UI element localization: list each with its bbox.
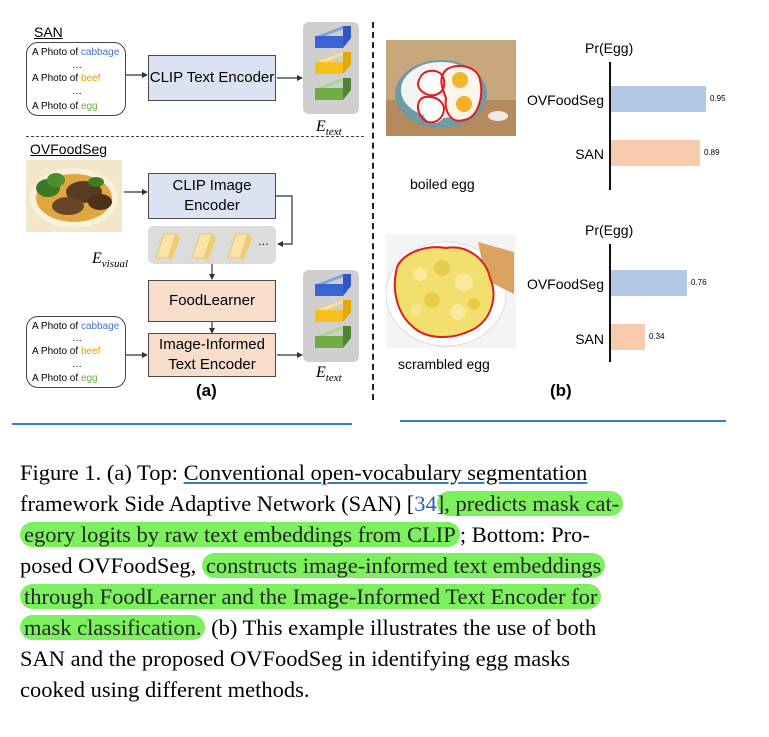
arrow-icon <box>126 352 148 358</box>
connector-arrow-icon <box>276 195 293 247</box>
food-image <box>26 160 122 232</box>
san-prompt-box: A Photo of cabbage … A Photo of beef … A… <box>26 42 126 116</box>
image-informed-text-encoder-block: Image-Informed Text Encoder <box>148 333 276 377</box>
chart-title: Pr(Egg) <box>585 40 634 56</box>
food-plate-illustration <box>26 160 122 232</box>
visual-embedding-panel <box>148 226 276 264</box>
bar-san <box>611 140 700 166</box>
caption-line-1: Figure 1. (a) Top: Conventional open-voc… <box>20 460 588 485</box>
bar-value-san: 0.34 <box>649 332 665 341</box>
clip-image-encoder-block: CLIP Image Encoder <box>148 173 276 219</box>
boiled-egg-caption: boiled egg <box>410 176 475 192</box>
bar-value-san: 0.89 <box>704 148 720 157</box>
text-embedding-stack-top <box>303 22 359 114</box>
caption-line-2: framework Side Adaptive Network (SAN) [3… <box>20 489 740 520</box>
prompt-ellipsis: … <box>72 333 82 344</box>
arrow-icon <box>277 352 303 358</box>
caption-line-8: cooked using different methods. <box>20 677 310 702</box>
clip-text-encoder-block: CLIP Text Encoder <box>148 55 276 101</box>
prompt-line-egg: A Photo of egg <box>32 101 98 112</box>
arrow-down-icon <box>209 322 215 334</box>
prompt-line-egg: A Photo of egg <box>32 373 98 384</box>
prompt-line-beef: A Photo of beef <box>32 73 101 84</box>
scrambled-egg-caption: scrambled egg <box>398 356 490 372</box>
prompt-ellipsis: … <box>72 359 82 370</box>
text-embedding-stack-bottom <box>303 270 359 362</box>
bar-label-ovfoodseg: OVFoodSeg <box>526 276 604 292</box>
e-visual-label: Evisual <box>92 250 129 271</box>
prompt-line-beef: A Photo of beef <box>32 346 101 357</box>
bar-label-san: SAN <box>575 331 604 347</box>
visual-feature-cubes-icon <box>155 233 252 260</box>
feature-ellipsis: … <box>258 236 269 248</box>
caption-line-7: SAN and the proposed OVFoodSeg in identi… <box>20 646 570 671</box>
bar-value-ovfoodseg: 0.95 <box>710 94 726 103</box>
panel-separator <box>372 22 374 400</box>
chart-axis <box>609 244 611 362</box>
arrow-icon <box>126 72 148 78</box>
prompt-line-cabbage: A Photo of cabbage <box>32 321 120 332</box>
bar-label-ovfoodseg: OVFoodSeg <box>526 92 604 108</box>
san-section-label: SAN <box>34 24 63 40</box>
embedding-cubes-icon <box>315 274 351 348</box>
ovfoodseg-prompt-box: A Photo of cabbage … A Photo of beef … A… <box>26 316 126 388</box>
rule-left <box>12 423 352 425</box>
citation-link[interactable]: 34 <box>414 491 437 516</box>
scrambled-egg-image <box>385 234 516 348</box>
embedding-cubes-icon <box>315 26 351 100</box>
foodlearner-block: FoodLearner <box>148 280 276 322</box>
prompt-ellipsis: … <box>72 60 82 71</box>
caption-line-3: egory logits by raw text embeddings from… <box>20 520 740 551</box>
scrambled-egg-illustration <box>385 234 516 348</box>
caption-line-4: posed OVFoodSeg, constructs image-inform… <box>20 551 740 582</box>
bar-ovfoodseg <box>611 270 687 296</box>
arrow-icon <box>277 75 303 81</box>
e-text-label-top: Etext <box>316 118 342 139</box>
section-divider <box>26 136 364 137</box>
caption-line-5: through FoodLearner and the Image-Inform… <box>20 582 740 613</box>
panel-a-label: (a) <box>196 381 217 400</box>
arrow-down-icon <box>209 264 215 280</box>
boiled-egg-image <box>386 40 516 136</box>
bar-ovfoodseg <box>611 86 706 112</box>
bar-label-san: SAN <box>575 146 604 162</box>
caption-line-6: mask classification. (b) This example il… <box>20 613 740 644</box>
rule-right <box>400 420 726 422</box>
boiled-egg-illustration <box>386 40 516 136</box>
chart-title: Pr(Egg) <box>585 222 634 238</box>
prompt-ellipsis: … <box>72 86 82 97</box>
bar-san <box>611 324 645 350</box>
ovfoodseg-section-label: OVFoodSeg <box>30 141 108 157</box>
panel-b-label: (b) <box>550 381 572 400</box>
prompt-line-cabbage: A Photo of cabbage <box>32 47 120 58</box>
arrow-icon <box>124 189 148 195</box>
chart-axis <box>609 62 611 190</box>
e-text-label-bottom: Etext <box>316 364 342 385</box>
bar-value-ovfoodseg: 0.76 <box>691 278 707 287</box>
